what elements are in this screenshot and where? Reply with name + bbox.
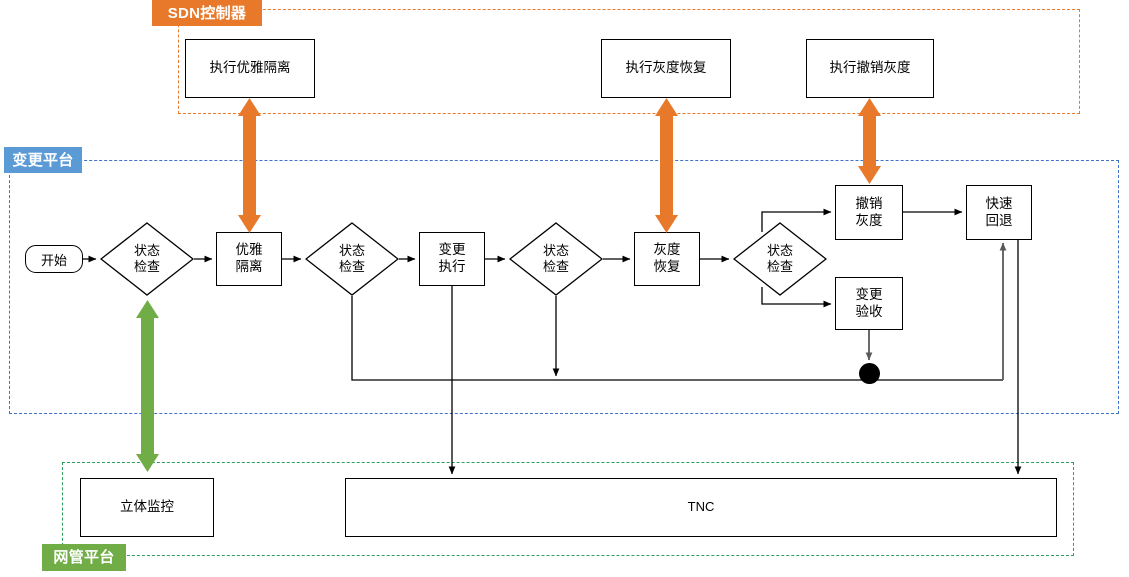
node-gray-recover[interactable]: 灰度恢复 xyxy=(634,232,700,286)
node-label: 状态检查 xyxy=(338,243,365,274)
lane-label-nms: 网管平台 xyxy=(42,544,126,571)
node-exec-revoke-gray[interactable]: 执行撤销灰度 xyxy=(806,39,934,98)
node-label: 状态检查 xyxy=(542,243,569,274)
node-change-exec[interactable]: 变更执行 xyxy=(419,232,485,286)
node-status-check-3[interactable]: 状态检查 xyxy=(509,222,603,296)
node-status-check-4[interactable]: 状态检查 xyxy=(733,222,827,296)
node-graceful-isolate[interactable]: 优雅隔离 xyxy=(216,232,282,286)
node-label: 状态检查 xyxy=(766,243,793,274)
node-end-marker xyxy=(859,363,880,384)
diamond-shape xyxy=(305,222,399,296)
diamond-shape xyxy=(100,222,194,296)
node-status-check-1[interactable]: 状态检查 xyxy=(100,222,194,296)
node-fast-rollback[interactable]: 快速回退 xyxy=(966,185,1032,240)
lane-region-sdn xyxy=(178,9,1080,114)
diamond-shape xyxy=(509,222,603,296)
lane-region-change-platform xyxy=(9,160,1119,414)
node-label: 状态检查 xyxy=(133,243,160,274)
node-change-accept[interactable]: 变更验收 xyxy=(835,277,903,330)
node-tnc[interactable]: TNC xyxy=(345,478,1057,537)
node-revoke-gray[interactable]: 撤销灰度 xyxy=(835,185,903,240)
node-start[interactable]: 开始 xyxy=(25,245,83,273)
node-exec-graceful-isolate[interactable]: 执行优雅隔离 xyxy=(185,39,315,98)
lane-region-nms xyxy=(62,462,1074,556)
node-exec-gray-recover[interactable]: 执行灰度恢复 xyxy=(601,39,731,98)
lane-label-change-platform: 变更平台 xyxy=(4,147,82,173)
node-stereo-monitor[interactable]: 立体监控 xyxy=(80,478,214,537)
lane-label-sdn: SDN控制器 xyxy=(152,0,262,26)
node-status-check-2[interactable]: 状态检查 xyxy=(305,222,399,296)
